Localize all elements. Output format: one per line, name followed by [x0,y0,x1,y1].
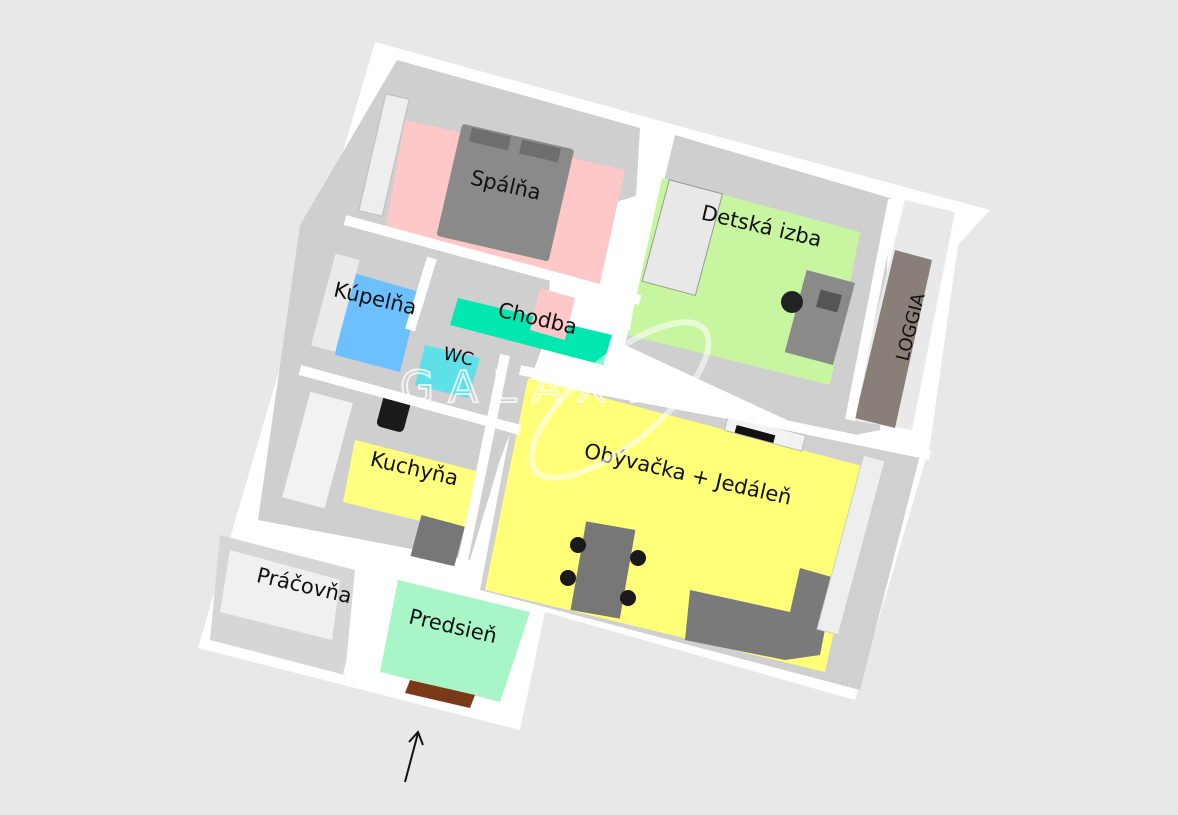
dining-chair [560,570,576,586]
watermark-swoosh [528,319,712,481]
dining-chair [620,590,636,606]
room-pracovna [220,550,340,640]
kitchen-counter [280,390,355,510]
dining-chair [630,550,646,566]
watermark-text: GALAXY [400,362,661,413]
desk-chair [781,291,803,313]
entrance-arrow-icon [404,730,424,783]
corner-sofa [685,568,835,660]
chodba-pink-strip [530,288,575,340]
dining-table [570,521,636,619]
child-bed [641,179,724,297]
room-wc [415,345,480,398]
bed [437,124,574,261]
laptop [816,289,842,313]
dining-chair [570,537,586,553]
room-kuchyna [343,440,480,532]
room-chodba [450,298,612,365]
living-cabinet [816,454,886,636]
room-kupelna [335,272,420,372]
tv [734,424,776,444]
fridge [409,515,465,571]
room-predsien [380,580,530,702]
wardrobe [358,93,410,217]
doormat [405,680,475,708]
loggia-floor [855,250,932,428]
galaxy-watermark: GALAXY [399,319,712,481]
desk [784,269,856,366]
bed-pillow [468,127,512,151]
interior-walls [253,129,932,677]
bath-fixture [310,253,360,352]
bed-pillow [518,139,562,163]
